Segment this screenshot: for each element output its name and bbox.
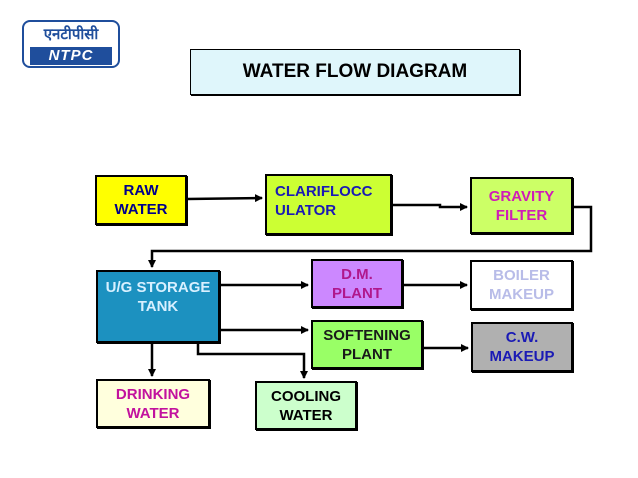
- cooling-water-box: COOLING WATER: [255, 381, 357, 430]
- clariflocculator-box: CLARIFLOCC ULATOR: [265, 174, 392, 235]
- diagram-title: WATER FLOW DIAGRAM: [190, 49, 520, 95]
- drinking-water-box: DRINKING WATER: [96, 379, 210, 428]
- ntpc-logo: एनटीपीसी NTPC: [22, 20, 120, 68]
- arrow-clariflocculator-to-gravity-filter: [392, 203, 468, 211]
- arrow-gravity-filter-to-ug-tank: [148, 205, 593, 268]
- raw-water-box: RAW WATER: [95, 175, 187, 225]
- arrow-raw-to-clariflocculator: [186, 194, 263, 203]
- logo-hindi-text: एनटीपीसी: [43, 25, 99, 43]
- ug-storage-tank-box: U/G STORAGE TANK: [96, 270, 220, 343]
- arrow-ug-tank-to-cooling-water: [196, 343, 308, 379]
- softening-plant-box: SOFTENING PLANT: [311, 320, 423, 369]
- logo-latin-text: NTPC: [30, 47, 112, 65]
- cw-makeup-box: C.W. MAKEUP: [471, 322, 573, 372]
- gravity-filter-box: GRAVITY FILTER: [470, 177, 573, 234]
- dm-plant-box: D.M. PLANT: [311, 259, 403, 308]
- boiler-makeup-box: BOILER MAKEUP: [470, 260, 573, 310]
